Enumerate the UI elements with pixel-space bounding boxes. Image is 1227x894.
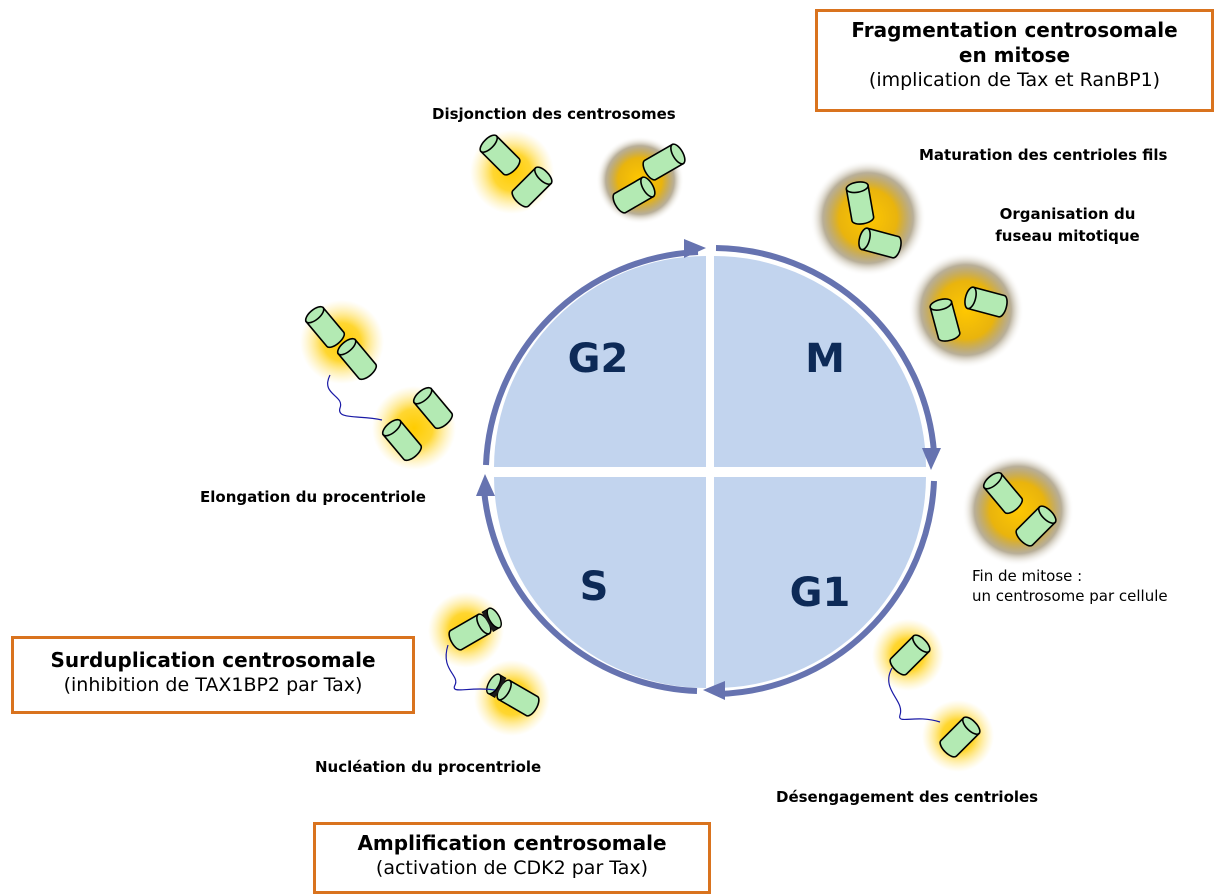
box-fragmentation: Fragmentation centrosomale en mitose (im…: [815, 9, 1214, 112]
label-fin-mitose-line2: un centrosome par cellule: [972, 587, 1168, 605]
label-nucleation: Nucléation du procentriole: [315, 758, 542, 776]
label-organisation-line2: fuseau mitotique: [995, 227, 1140, 245]
box-fragmentation-subtitle: (implication de Tax et RanBP1): [868, 69, 1161, 91]
label-disjonction: Disjonction des centrosomes: [432, 105, 676, 123]
label-fin-mitose: Fin de mitose : un centrosome par cellul…: [972, 566, 1168, 606]
label-organisation-line1: Organisation du: [999, 205, 1136, 223]
quadrant-m: [714, 256, 926, 467]
centrosome-disjonction-left: [470, 130, 556, 214]
label-elongation: Elongation du procentriole: [200, 488, 426, 506]
arrowhead-left: [476, 474, 495, 496]
quadrant-g1: [714, 477, 926, 688]
box-amplification-subtitle: (activation de CDK2 par Tax): [375, 857, 649, 879]
centrosome-disjonction-right: [596, 136, 689, 224]
cell-cycle-circle: G2 M S G1: [476, 239, 941, 700]
phase-g1: G1: [790, 570, 851, 616]
label-organisation: Organisation du fuseau mitotique: [970, 203, 1165, 247]
phase-g2: G2: [568, 336, 629, 382]
linker-fiber: [327, 374, 383, 421]
arc-m: [715, 245, 937, 453]
label-maturation: Maturation des centrioles fils: [919, 146, 1168, 164]
phase-s: S: [580, 564, 609, 610]
centrosome-nucleation: [428, 592, 550, 736]
centrosome-elongation: [300, 300, 456, 470]
centrosome-spindle: [908, 252, 1024, 368]
box-fragmentation-title-2: en mitose: [958, 43, 1071, 67]
arc-s: [481, 489, 698, 694]
arrowhead-right: [922, 448, 941, 470]
label-desengagement: Désengagement des centrioles: [776, 788, 1039, 806]
box-surduplication-title: Surduplication centrosomale: [50, 648, 376, 672]
quadrant-s: [494, 477, 706, 688]
box-fragmentation-title-1: Fragmentation centrosomale: [851, 18, 1178, 42]
box-amplification: Amplification centrosomale (activation d…: [313, 822, 711, 894]
label-fin-mitose-line1: Fin de mitose :: [972, 567, 1083, 585]
box-surduplication: Surduplication centrosomale (inhibition …: [11, 636, 415, 714]
phase-m: M: [805, 336, 845, 382]
arrowhead-bottom: [703, 681, 725, 700]
centrosome-disengagement: [872, 619, 994, 772]
arc-g2: [483, 249, 699, 466]
linker-fiber: [888, 667, 941, 723]
linker-fiber: [445, 644, 496, 691]
arrowhead-top: [684, 239, 706, 258]
arc-g1: [717, 480, 937, 697]
box-amplification-title: Amplification centrosomale: [357, 831, 667, 855]
quadrant-g2: [494, 256, 706, 467]
centrosome-end-mitosis: [962, 454, 1074, 566]
centrosome-maturation: [810, 160, 926, 276]
box-surduplication-subtitle: (inhibition de TAX1BP2 par Tax): [63, 674, 363, 696]
